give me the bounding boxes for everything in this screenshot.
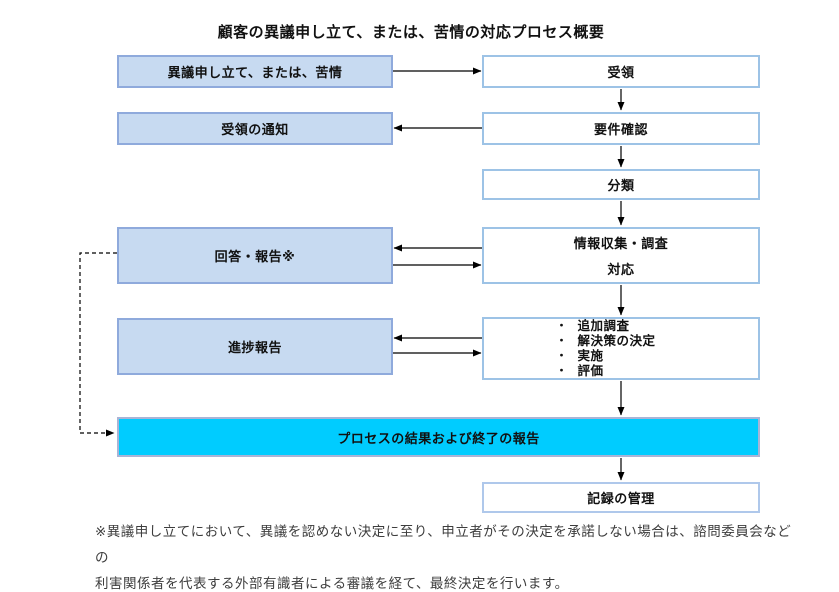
- node-classification-label: 分類: [607, 178, 635, 193]
- footnote-line2: 利害関係者を代表する外部有識者による審議を経て、最終決定を行います。: [95, 576, 569, 591]
- list-item: ・ 解決策の決定: [556, 334, 656, 348]
- list-item: ・ 追加調査: [556, 319, 630, 333]
- node-response-report-label: 回答・報告※: [214, 249, 296, 264]
- action-label: 評価: [577, 364, 604, 378]
- node-receipt-notice: 受領の通知: [117, 112, 393, 145]
- list-item: ・ 評価: [556, 364, 604, 378]
- node-requirements-check-label: 要件確認: [593, 122, 648, 137]
- node-info-gathering: 情報収集・調査 対応: [482, 227, 760, 284]
- node-complaint-label: 異議申し立て、または、苦情: [167, 65, 343, 80]
- node-receipt: 受領: [482, 55, 760, 88]
- action-label: 解決策の決定: [577, 334, 656, 348]
- node-requirements-check: 要件確認: [482, 112, 760, 145]
- node-action-list: ・ 追加調査 ・ 解決策の決定 ・ 実施 ・ 評価: [482, 317, 760, 380]
- bullet-icon: ・: [556, 350, 568, 362]
- dashed-arrow-response-to-result: [79, 252, 117, 437]
- node-info-gathering-line2: 対応: [607, 262, 635, 277]
- bullet-icon: ・: [556, 320, 568, 332]
- node-records-management-label: 記録の管理: [587, 491, 655, 506]
- action-label: 追加調査: [577, 319, 630, 333]
- node-progress-report-label: 進捗報告: [227, 340, 282, 355]
- node-process-result-label: プロセスの結果および終了の報告: [337, 430, 540, 446]
- node-complaint: 異議申し立て、または、苦情: [117, 55, 393, 88]
- node-receipt-label: 受領: [607, 65, 635, 80]
- bullet-icon: ・: [556, 365, 568, 377]
- list-item: ・ 実施: [556, 349, 604, 363]
- diagram-title: 顧客の異議申し立て、または、苦情の対応プロセス概要: [217, 24, 605, 41]
- action-label: 実施: [577, 349, 604, 363]
- node-records-management: 記録の管理: [482, 482, 760, 513]
- node-receipt-notice-label: 受領の通知: [221, 122, 289, 137]
- node-process-result: プロセスの結果および終了の報告: [117, 417, 760, 457]
- node-info-gathering-line1: 情報収集・調査: [573, 236, 669, 251]
- bullet-icon: ・: [556, 335, 568, 347]
- node-response-report: 回答・報告※: [117, 227, 393, 284]
- node-classification: 分類: [482, 169, 760, 200]
- node-progress-report: 進捗報告: [117, 318, 393, 375]
- footnote-line1: ※異議申し立てにおいて、異議を認めない決定に至り、申立者がその決定を承諾しない場…: [95, 524, 792, 565]
- footnote: ※異議申し立てにおいて、異議を認めない決定に至り、申立者がその決定を承諾しない場…: [95, 519, 795, 592]
